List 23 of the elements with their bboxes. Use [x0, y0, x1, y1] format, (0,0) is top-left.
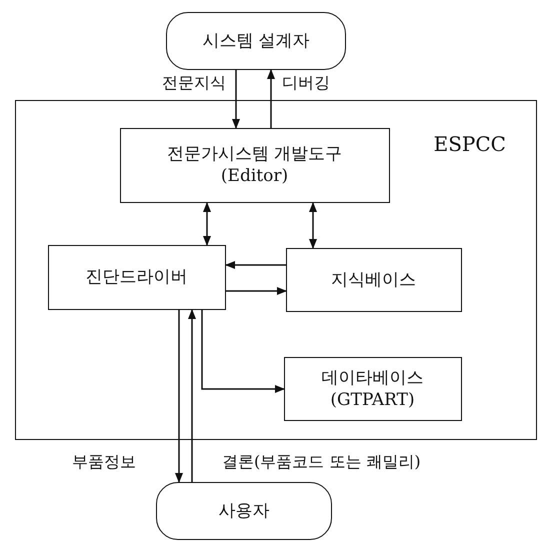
actor-box	[156, 482, 332, 540]
process-box	[48, 244, 226, 310]
node-label: 시스템 설계자	[201, 30, 311, 52]
system-name: ESPCC	[434, 131, 506, 157]
arrow	[201, 310, 285, 393]
arrow	[232, 70, 240, 129]
arrow	[267, 69, 275, 128]
process-box	[120, 128, 390, 202]
arrow	[188, 309, 196, 482]
process-box	[284, 356, 462, 420]
process-box	[286, 248, 462, 312]
node-label: 전문가시스템 개발도구 (Editor)	[166, 142, 344, 188]
arrow	[225, 261, 286, 269]
actor-box	[166, 12, 346, 70]
arrow	[175, 310, 183, 483]
node-label: 지식베이스	[330, 268, 417, 291]
arrow	[203, 202, 211, 246]
arrow	[226, 287, 287, 295]
arrow	[309, 202, 317, 249]
node-label: 데이타베이스 (GTPART)	[320, 366, 424, 411]
node-label: 사용자	[218, 500, 270, 522]
node-label: 진단드라이버	[84, 266, 188, 288]
system-boundary	[15, 100, 537, 440]
